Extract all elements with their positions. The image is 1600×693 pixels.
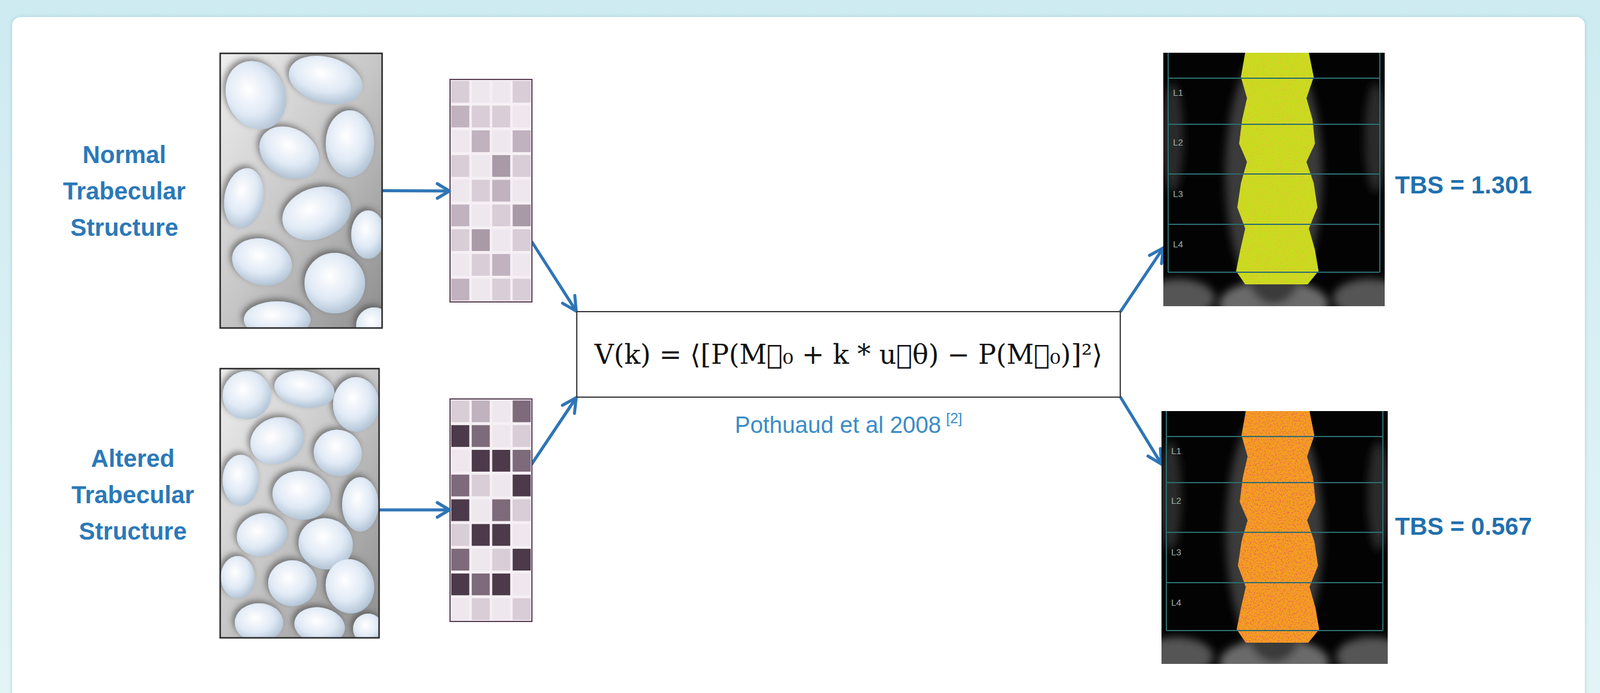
vertebra-label: L1 xyxy=(1171,445,1182,457)
bone-image: Altered Trabecular Structure xyxy=(219,368,380,639)
formula-box: V(k) = ⟨[P(M⃗₀ + k * u⃗θ) − P(M⃗₀)]²⟩ xyxy=(576,311,1121,398)
tbs-value: TBS = 0.567 xyxy=(1394,511,1533,542)
vertebra-label-wrap: L2 xyxy=(1173,137,1184,148)
vertebra-label-wrap: L3 xyxy=(1171,547,1182,558)
arrow-head xyxy=(437,183,450,199)
flow-arrow xyxy=(1120,397,1162,465)
structure-label: Normal Trabecular Structure xyxy=(39,136,210,246)
vertebra-label: L4 xyxy=(1173,238,1184,250)
vertebra-label: L2 xyxy=(1171,495,1182,506)
vertebra-label-wrap: L3 xyxy=(1173,188,1184,200)
vertebra-label: L2 xyxy=(1173,137,1184,148)
vertebra-label: L3 xyxy=(1171,547,1182,558)
bone-illustration xyxy=(214,47,393,344)
vertebra-label-wrap: L4 xyxy=(1171,597,1182,609)
bone-image: Normal Trabecular Structure xyxy=(219,52,383,329)
spine-scan-illustration xyxy=(1142,43,1406,329)
vertebra-label-wrap: L4 xyxy=(1173,238,1184,250)
vertebra-label-wrap: L1 xyxy=(1173,87,1184,99)
pixel-grid xyxy=(450,399,532,622)
vertebra-label-wrap: L1 xyxy=(1171,445,1182,457)
spine-scan: TBS = 1.301 xyxy=(1163,52,1385,307)
flow-arrow xyxy=(379,397,577,511)
arrow-head xyxy=(437,502,450,518)
vertebra-label: L3 xyxy=(1173,188,1184,199)
formula-text: V(k) = ⟨[P(M⃗₀ + k * u⃗θ) − P(M⃗₀)]²⟩ xyxy=(594,337,1103,372)
bone-illustration xyxy=(219,366,384,649)
flow-arrow xyxy=(1120,248,1164,312)
citation-text: Pothuaud et al 2008 xyxy=(735,412,942,438)
vertebra-label: L1 xyxy=(1173,87,1184,98)
vertebra-label-wrap: L2 xyxy=(1171,495,1182,507)
vertebra-label: L4 xyxy=(1171,597,1182,608)
spine-scan: TBS = 0.567 xyxy=(1161,411,1388,665)
tbs-value: TBS = 1.301 xyxy=(1394,170,1533,200)
pixel-grid xyxy=(450,79,532,303)
citation: Pothuaud et al 2008[2] xyxy=(735,412,963,439)
flow-arrow xyxy=(382,191,577,312)
structure-label: Altered Trabecular Structure xyxy=(47,440,218,550)
reference-number: [2] xyxy=(946,410,963,427)
spine-scan-illustration xyxy=(1140,402,1409,688)
